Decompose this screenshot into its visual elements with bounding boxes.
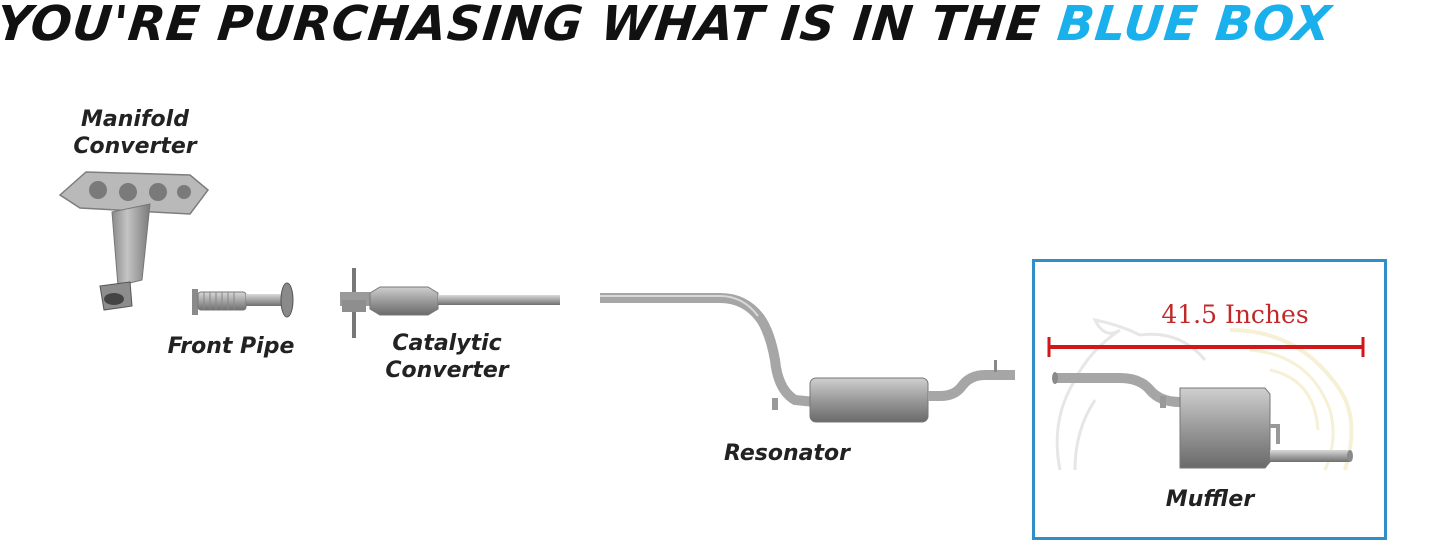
resonator-label: Resonator: [724, 441, 850, 466]
muffler-image: [1052, 372, 1353, 469]
catalytic-label-line1: Catalytic: [392, 331, 502, 356]
manifold-converter-image: [58, 171, 210, 311]
manifold-label-line1: Manifold: [81, 107, 189, 132]
front-pipe-image: [192, 282, 294, 318]
blue-box: [1032, 259, 1387, 540]
front-pipe-label: Front Pipe: [167, 334, 295, 359]
muffler-label: Muffler: [1165, 487, 1255, 512]
catalytic-converter-image: [340, 268, 560, 338]
dimension-label: 41.5 Inches: [1161, 300, 1309, 329]
manifold-converter-label: Manifold Converter: [60, 106, 210, 160]
manifold-label-line2: Converter: [73, 134, 197, 159]
horse-watermark: [1055, 317, 1354, 471]
resonator-image: [600, 293, 1015, 423]
catalytic-label-line2: Converter: [385, 358, 509, 383]
dimension-line: [1047, 337, 1365, 357]
catalytic-converter-label: Catalytic Converter: [372, 330, 522, 384]
